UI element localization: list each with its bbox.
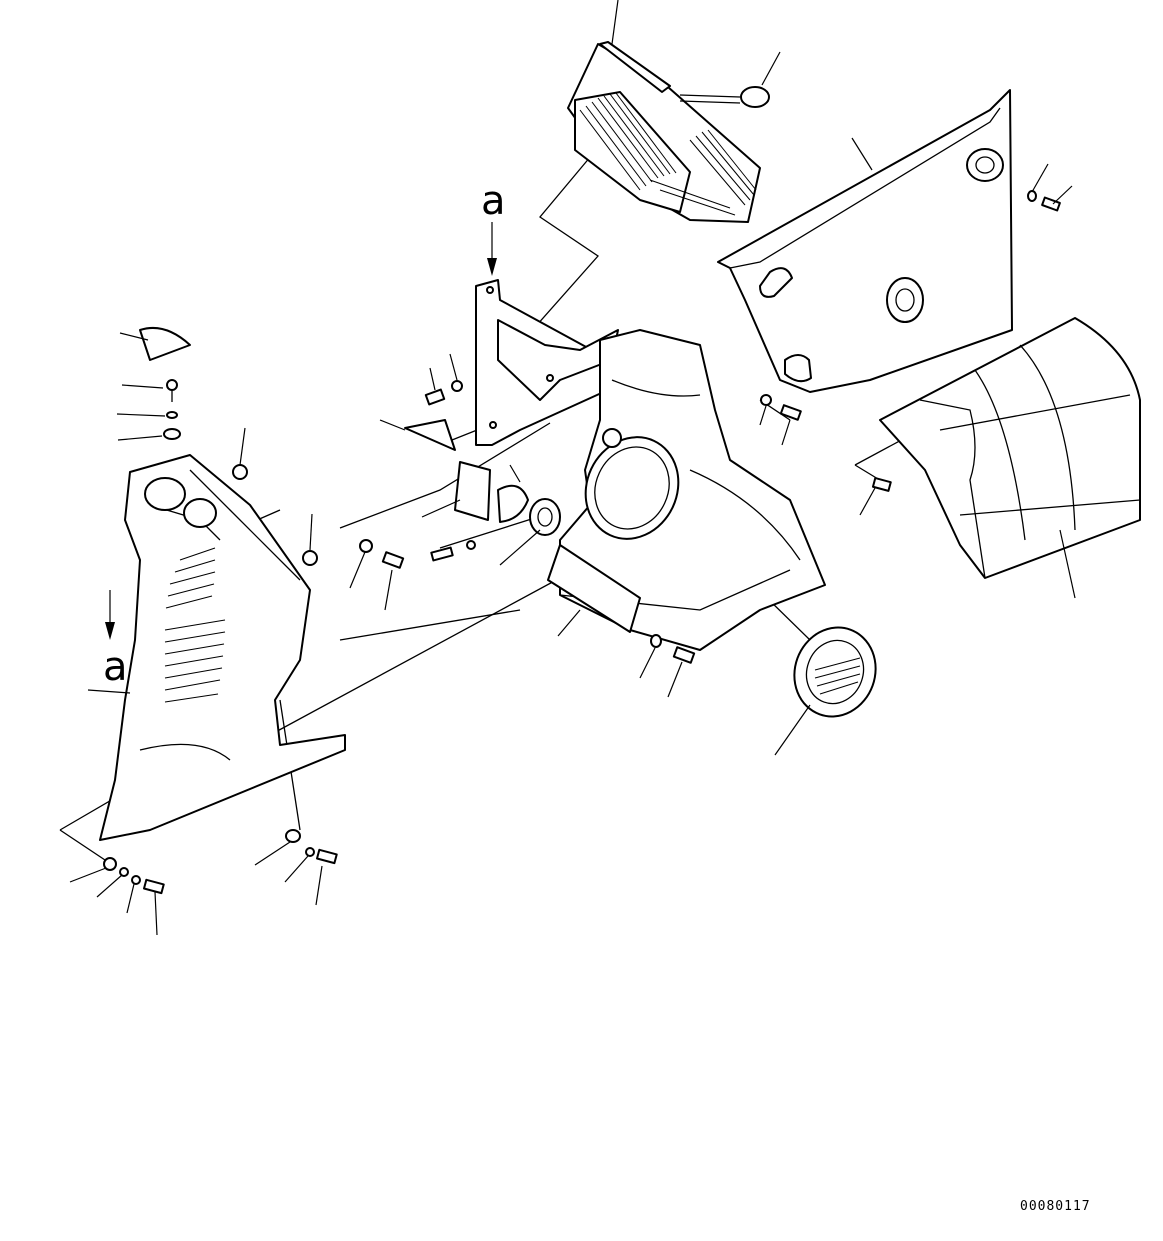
fasteners xyxy=(103,190,1061,895)
rear-cover-panel xyxy=(717,89,1013,393)
mounting-bracket xyxy=(475,279,619,446)
side-cover-left xyxy=(99,326,346,841)
air-duct-assembly xyxy=(547,329,826,651)
view-arrow-top xyxy=(487,222,497,276)
blower-fan-unit xyxy=(567,41,770,223)
small-center-parts xyxy=(404,419,877,718)
view-label-top: a xyxy=(481,178,506,224)
leader-lines xyxy=(69,0,1076,936)
duct-cover xyxy=(879,317,1141,579)
view-label-left: a xyxy=(103,644,128,690)
drawing-code: 00080117 xyxy=(1020,1199,1091,1214)
view-arrow-left xyxy=(105,590,115,640)
